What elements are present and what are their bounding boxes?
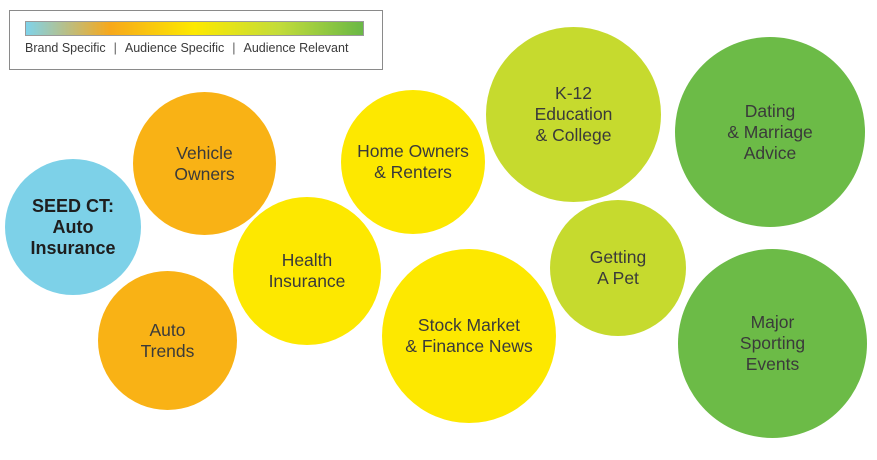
bubble-label: Vehicle Owners xyxy=(174,142,235,184)
bubble-label: SEED CT: Auto Insurance xyxy=(30,195,116,258)
bubble-label: Major Sporting Events xyxy=(739,312,806,374)
bubble-health-insurance: Health Insurance xyxy=(233,197,381,345)
bubble-sporting: Major Sporting Events xyxy=(678,249,867,438)
bubble-label: Health Insurance xyxy=(268,250,346,291)
bubble-label: Stock Market & Finance News xyxy=(405,315,533,356)
legend-gradient-bar xyxy=(25,21,364,36)
bubble-vehicle-owners: Vehicle Owners xyxy=(133,92,276,235)
bubble-auto-trends: Auto Trends xyxy=(98,271,237,410)
legend-separator: | xyxy=(113,41,117,55)
legend-separator: | xyxy=(232,41,236,55)
legend-label-audience-specific: Audience Specific xyxy=(124,41,225,55)
legend-label-audience-relevant: Audience Relevant xyxy=(243,41,349,55)
bubble-home-owners: Home Owners & Renters xyxy=(341,90,485,234)
legend: Brand Specific | Audience Specific | Audienc… xyxy=(9,10,383,70)
legend-label-brand-specific: Brand Specific xyxy=(25,41,106,55)
bubble-label: Getting A Pet xyxy=(589,247,647,288)
legend-labels: Brand Specific | Audience Specific | Audienc… xyxy=(25,41,370,55)
bubble-stock-market: Stock Market & Finance News xyxy=(382,249,556,423)
bubble-label: Dating & Marriage Advice xyxy=(727,100,813,163)
bubble-seed: SEED CT: Auto Insurance xyxy=(5,159,141,295)
bubble-label: K-12 Education & College xyxy=(534,83,613,145)
bubble-dating: Dating & Marriage Advice xyxy=(675,37,865,227)
bubble-label: Auto Trends xyxy=(140,319,195,361)
bubble-k12: K-12 Education & College xyxy=(486,27,661,202)
bubble-label: Home Owners & Renters xyxy=(357,141,469,182)
bubble-getting-pet: Getting A Pet xyxy=(550,200,686,336)
